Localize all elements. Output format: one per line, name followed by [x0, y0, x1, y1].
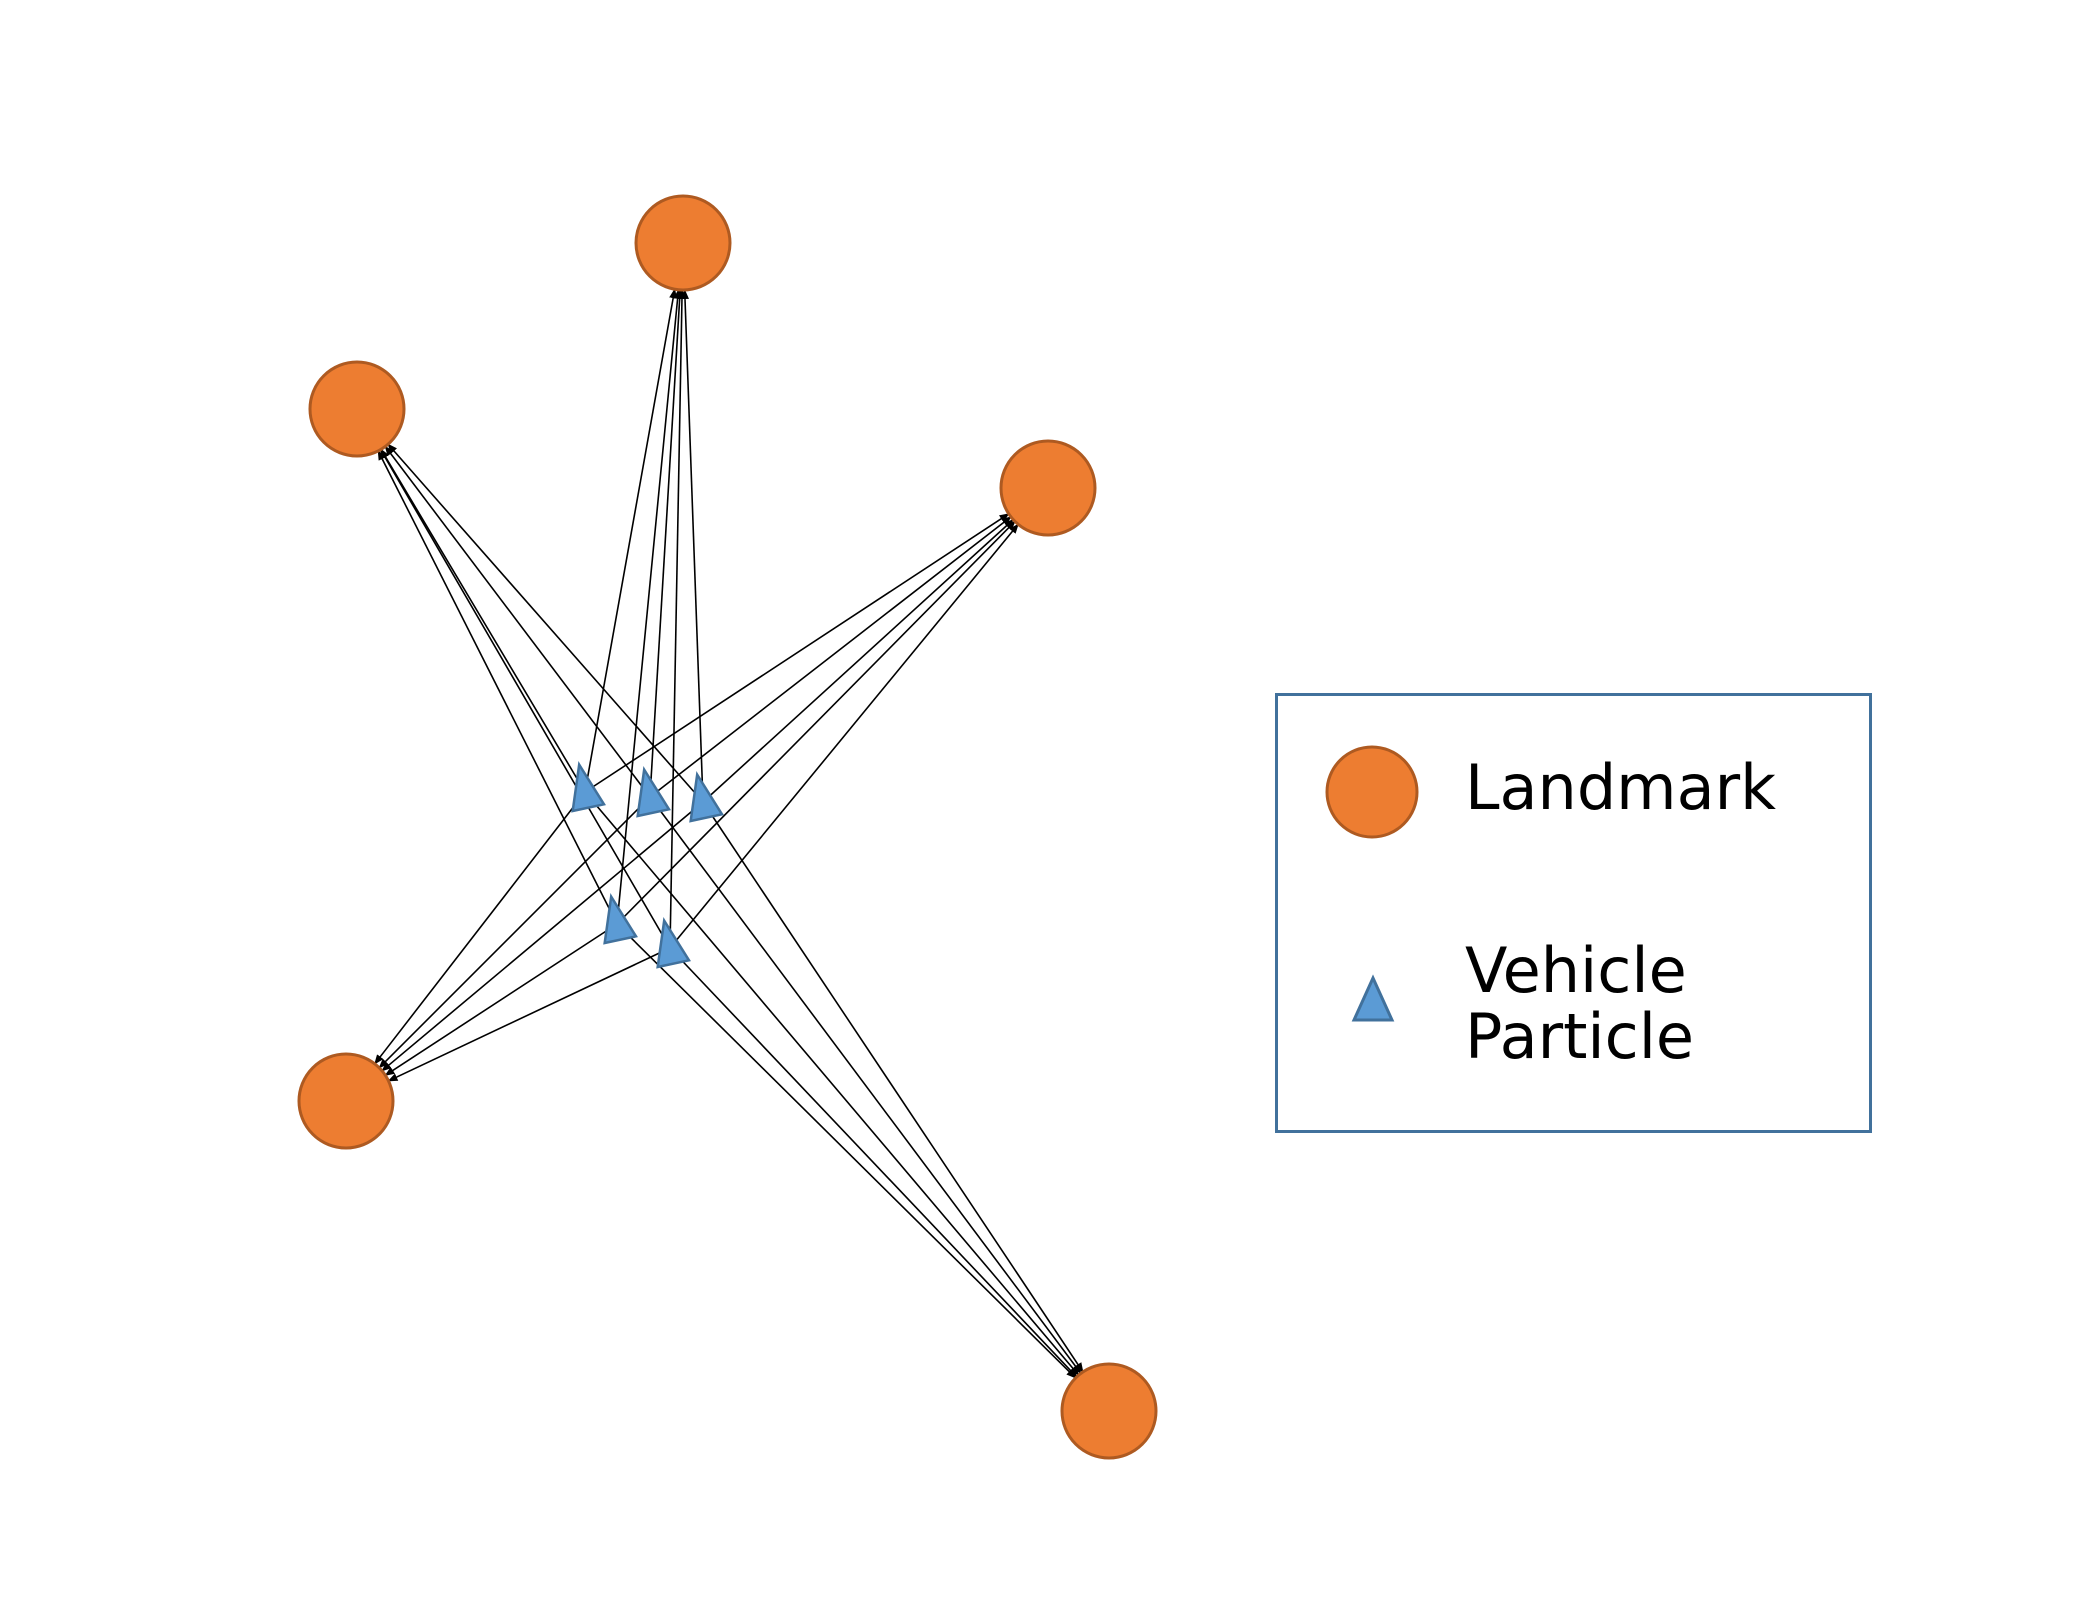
legend: Landmark Vehicle Particle	[1275, 693, 1872, 1133]
edge-particle-3-to-landmark-bottom-right	[702, 801, 1084, 1373]
edge-particle-4-to-landmark-bottom-right	[616, 923, 1077, 1379]
edge-particle-2-to-landmark-top	[649, 288, 684, 798]
edge-particle-5-to-landmark-upper-left	[379, 448, 671, 949]
edge-particle-2-to-landmark-lower-left	[378, 796, 651, 1069]
landmark-lower-left	[297, 1052, 395, 1150]
landmark-bottom-right	[1060, 1362, 1158, 1460]
edge-particle-3-to-landmark-lower-left	[381, 801, 704, 1072]
landmark-upper-left	[308, 360, 406, 458]
particle-legend-label: Vehicle Particle	[1465, 934, 1695, 1073]
edge-particle-3-to-landmark-top	[681, 288, 704, 803]
particle-3	[689, 771, 724, 823]
measurement-edges	[374, 288, 1084, 1379]
edge-particle-4-to-landmark-top	[616, 288, 682, 925]
landmark-upper-right	[999, 439, 1097, 537]
landmark-legend-icon	[1325, 745, 1419, 839]
edge-particle-1-to-landmark-top	[584, 288, 678, 793]
edge-particle-1-to-landmark-upper-right	[584, 513, 1010, 793]
particle-1	[571, 761, 606, 813]
particle-4	[603, 893, 638, 945]
edge-particle-4-to-landmark-upper-left	[377, 450, 618, 925]
edge-particle-5-to-landmark-lower-left	[387, 947, 671, 1082]
edge-particle-2-to-landmark-bottom-right	[649, 796, 1082, 1375]
landmark-top	[634, 194, 732, 292]
vehicle-particles	[571, 761, 724, 969]
edge-particle-1-to-landmark-bottom-right	[584, 791, 1080, 1376]
edge-particle-5-to-landmark-bottom-right	[669, 947, 1078, 1378]
particle-legend-icon	[1351, 974, 1395, 1022]
edge-particle-3-to-landmark-upper-left	[387, 443, 704, 803]
particle-5	[656, 917, 691, 969]
edge-particle-3-to-landmark-upper-right	[702, 518, 1014, 803]
edge-particle-1-to-landmark-lower-left	[374, 791, 586, 1065]
edge-particle-2-to-landmark-upper-left	[384, 445, 651, 798]
edge-particle-1-to-landmark-upper-left	[380, 448, 586, 793]
landmark-legend-label: Landmark	[1465, 751, 1776, 824]
edge-particle-4-to-landmark-lower-left	[384, 923, 618, 1076]
landmarks	[297, 194, 1158, 1460]
edge-particle-5-to-landmark-top	[669, 288, 686, 949]
edge-particle-2-to-landmark-upper-right	[649, 516, 1012, 798]
edge-particle-5-to-landmark-upper-right	[669, 523, 1019, 949]
particle-2	[636, 766, 671, 818]
edge-particle-4-to-landmark-upper-right	[616, 520, 1016, 925]
